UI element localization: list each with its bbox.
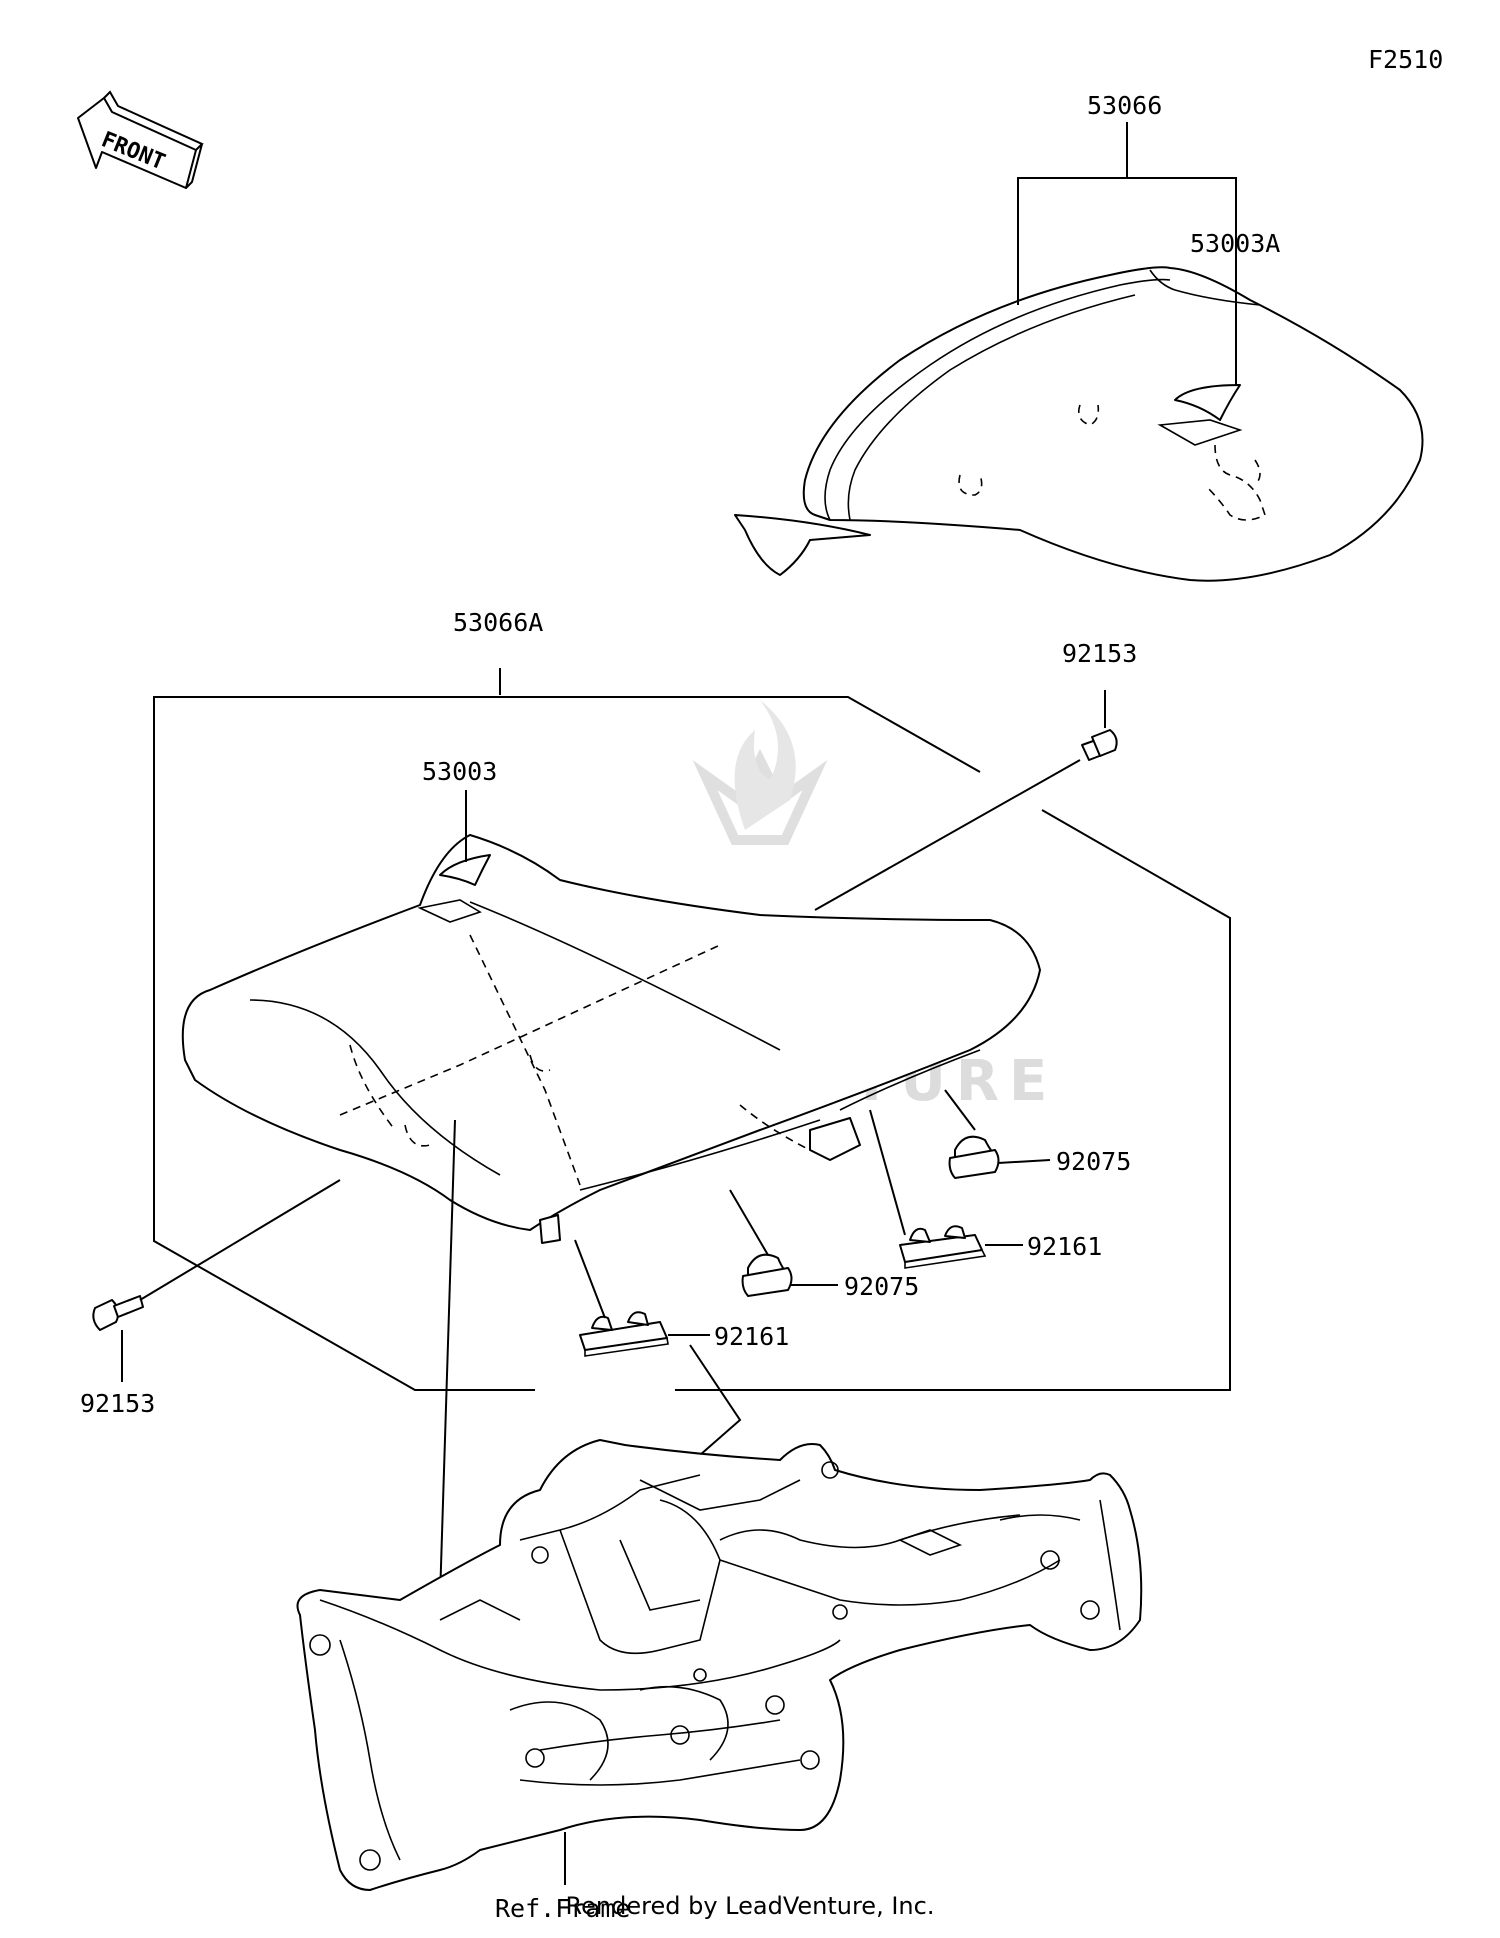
label-92153-right: 92153 bbox=[1062, 639, 1137, 668]
leader-frame-right bbox=[689, 1344, 742, 1456]
rear-seat-53066 bbox=[734, 266, 1424, 582]
label-92153-left: 92153 bbox=[80, 1389, 155, 1418]
frame-reference bbox=[296, 1439, 1143, 1891]
footer-credit: Rendered by LeadVenture, Inc. bbox=[565, 1892, 935, 1920]
label-92075-right: 92075 bbox=[1056, 1147, 1131, 1176]
bolt-92153-right bbox=[814, 690, 1118, 911]
callout-53066A bbox=[153, 668, 1231, 1391]
clip-92161-right bbox=[869, 1109, 1023, 1269]
label-92075-middle: 92075 bbox=[844, 1272, 919, 1301]
clip-92161-left bbox=[574, 1239, 710, 1357]
damper-92075-right bbox=[944, 1089, 1051, 1179]
front-arrow-icon: FRONT bbox=[77, 90, 204, 189]
label-92161-right: 92161 bbox=[1027, 1232, 1102, 1261]
damper-92075-middle bbox=[729, 1189, 838, 1297]
label-53066: 53066 bbox=[1087, 91, 1162, 120]
bolt-92153-left bbox=[92, 1179, 341, 1382]
label-53003A: 53003A bbox=[1190, 229, 1280, 258]
label-53066A: 53066A bbox=[453, 608, 543, 637]
label-ref-frame: Ref.Frame bbox=[495, 1894, 630, 1923]
front-seat-53003 bbox=[181, 834, 1041, 1244]
label-53003: 53003 bbox=[422, 757, 497, 786]
label-92161-left: 92161 bbox=[714, 1322, 789, 1351]
callout-53066 bbox=[1017, 122, 1237, 385]
figure-code: F2510 bbox=[1368, 45, 1443, 74]
leader-frame-left bbox=[439, 1119, 456, 1599]
